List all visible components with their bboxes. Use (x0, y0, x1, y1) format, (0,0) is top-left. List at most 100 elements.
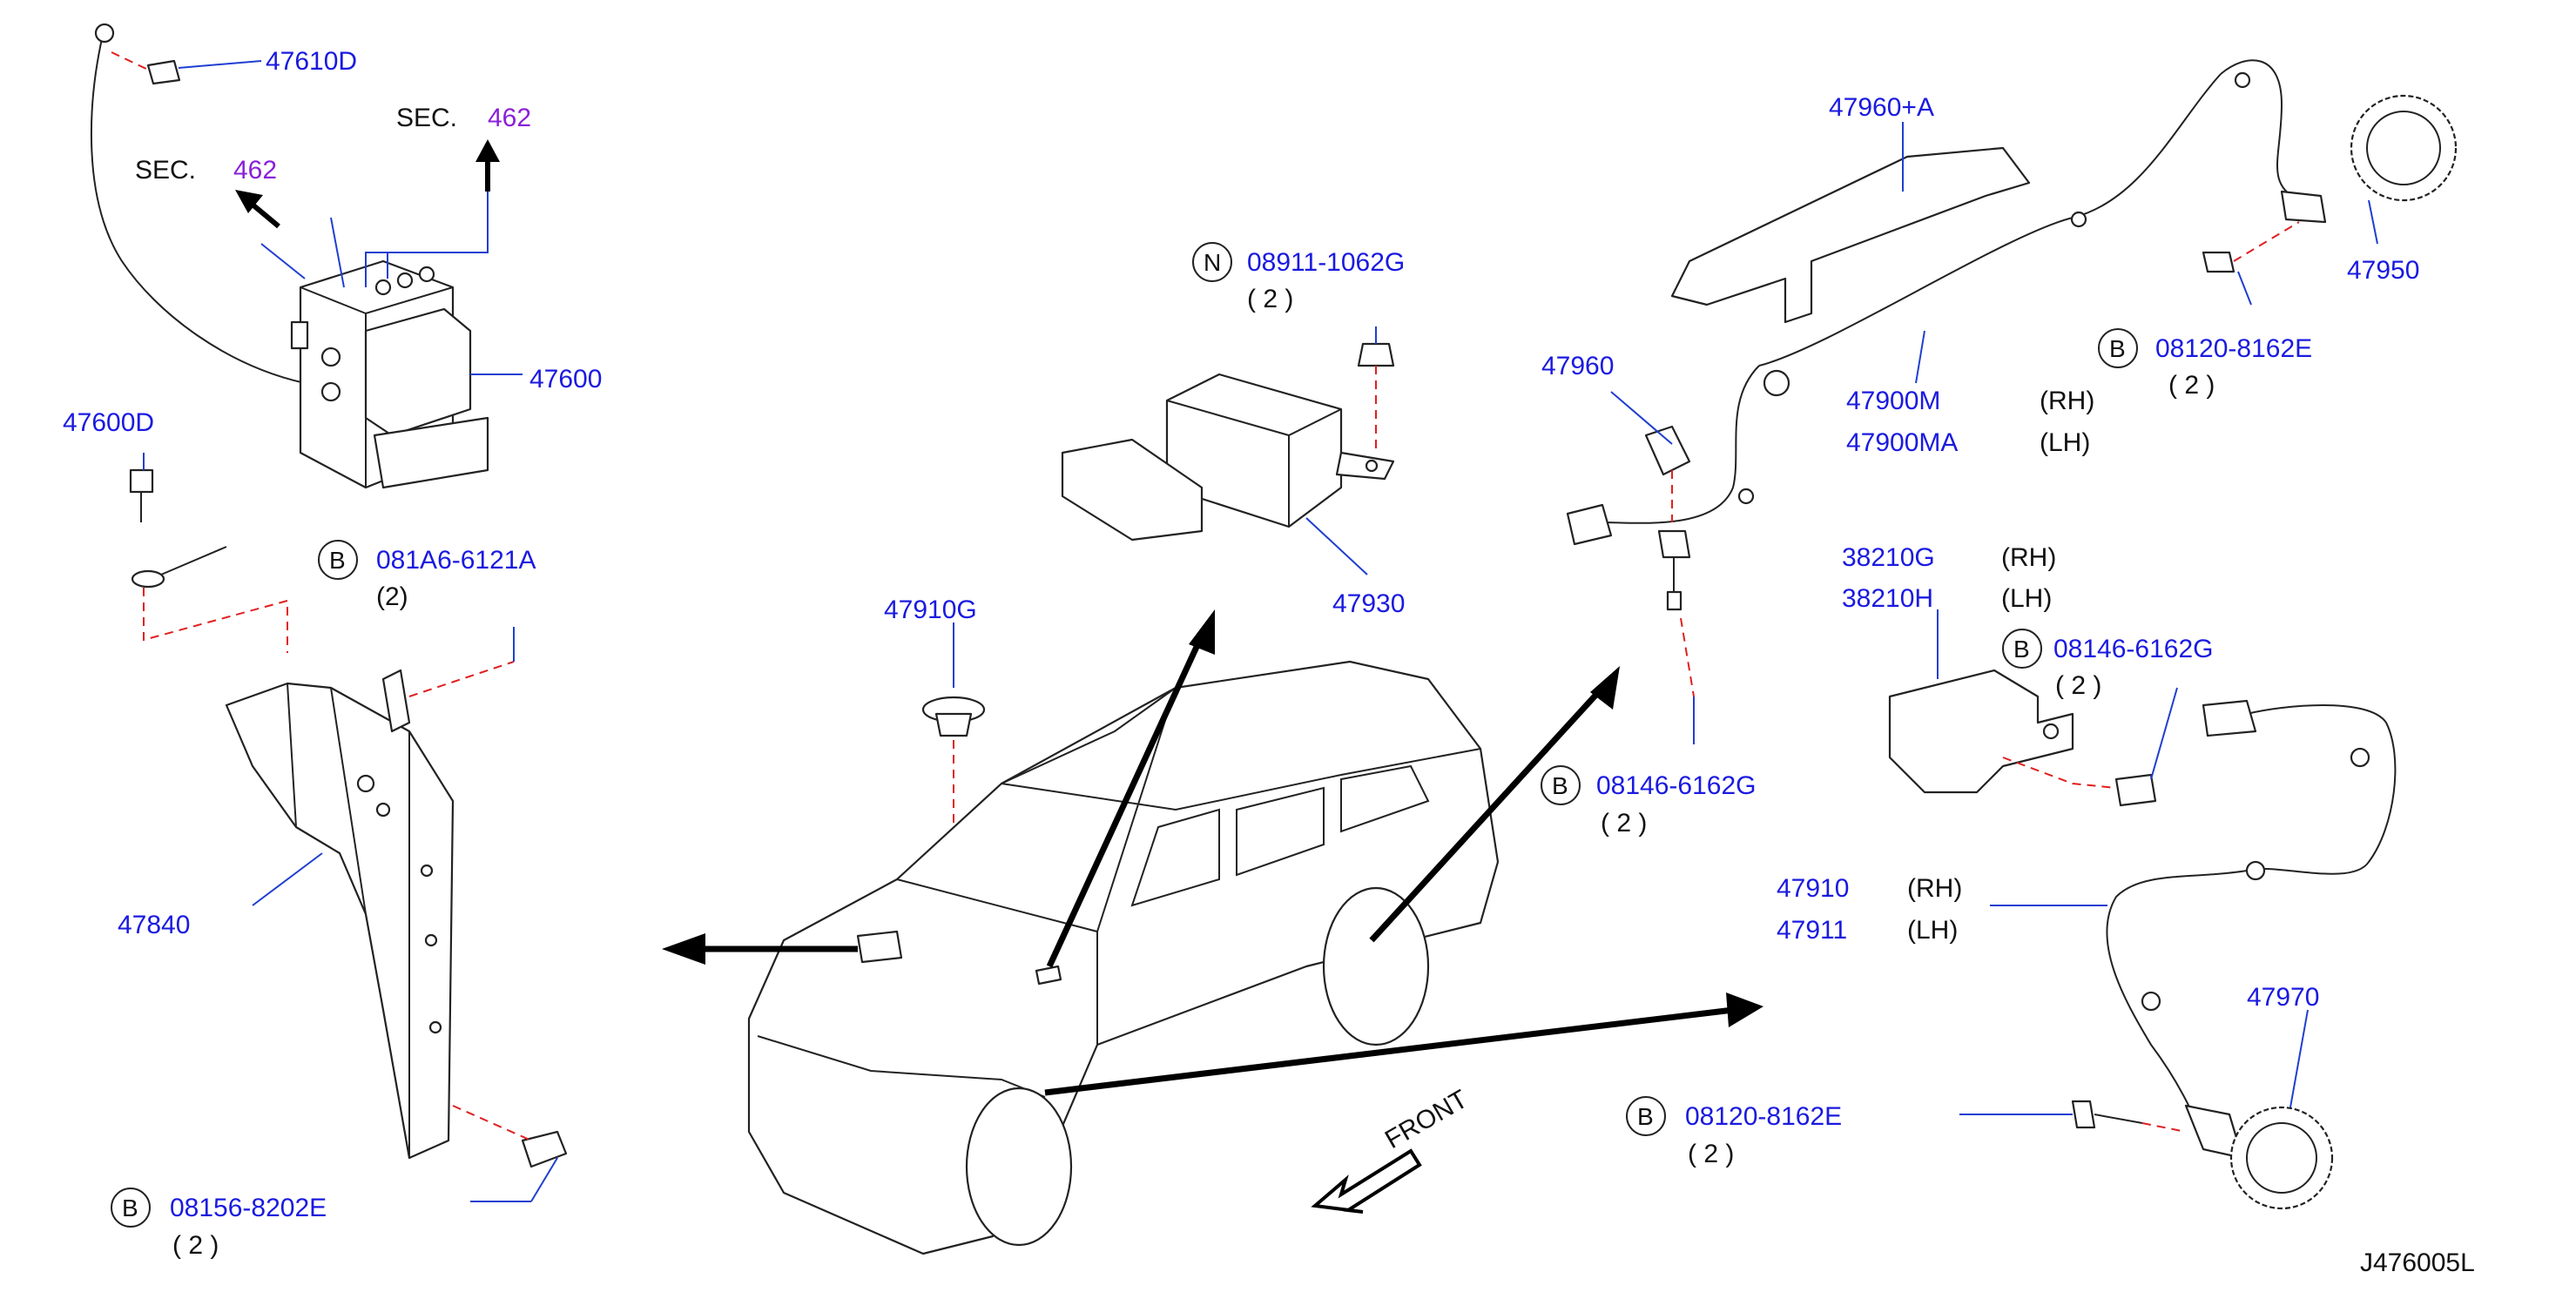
qty-081a6: (2) (376, 582, 408, 611)
wire-terminal (94, 23, 115, 44)
label-47911: 47911 (1777, 916, 1847, 945)
sec-ref-2-prefix: SEC. (135, 156, 196, 185)
side-47910: (RH) (1907, 874, 1962, 903)
arrow-to-rear-sensor (1369, 685, 1605, 943)
label-47610d: 47610D (266, 47, 357, 76)
side-47900ma: (LH) (2040, 428, 2090, 457)
sec-ref-1-num: 462 (488, 104, 531, 132)
circle-b-08146a: B (1552, 772, 1568, 799)
label-08911: 08911-1062G (1247, 248, 1405, 277)
qty-08156: ( 2 ) (172, 1231, 219, 1260)
diagram-code: J476005L (2360, 1248, 2475, 1277)
label-08146b: 08146-6162G (2053, 635, 2214, 663)
label-47910: 47910 (1777, 874, 1849, 903)
side-38210g: (RH) (2001, 543, 2056, 572)
label-47840: 47840 (118, 911, 190, 939)
arrow-to-sensor (1046, 634, 1205, 968)
label-38210g: 38210G (1842, 543, 1935, 572)
qty-08146b: ( 2 ) (2055, 671, 2101, 700)
bolt-08120b (2071, 1100, 2096, 1129)
side-38210h: (LH) (2001, 584, 2052, 613)
location-arrows (662, 609, 1763, 1214)
label-08156: 08156-8202E (170, 1194, 327, 1222)
sensor-wire-upper (2220, 59, 2300, 201)
actuator-connector (373, 416, 489, 489)
label-08120a: 08120-8162E (2155, 334, 2312, 363)
label-47970: 47970 (2247, 983, 2319, 1012)
sec-ref-1-prefix: SEC. (396, 104, 457, 132)
sec-ref-2-num: 462 (233, 156, 277, 185)
bolt-08146a (1657, 529, 1691, 559)
g-sensor (1061, 342, 1395, 542)
front-door-window (1130, 808, 1220, 907)
bracket-38210-body (1888, 669, 2074, 794)
vehicle-body (747, 660, 1500, 1255)
actuator-motor (364, 307, 472, 437)
label-08146a: 08146-6162G (1596, 771, 1757, 800)
circle-b-08146b: B (2013, 636, 2030, 663)
front-label: FRONT (1380, 1085, 1473, 1154)
label-081a6: 081A6-6121A (376, 546, 536, 575)
label-47910g: 47910G (884, 596, 977, 624)
part-labels: 47610D 47600 47600D 081A6-6121A (2) 4784… (63, 47, 2475, 1277)
label-08120b: 08120-8162E (1685, 1102, 1842, 1131)
label-47960: 47960 (1541, 352, 1614, 380)
vehicle-outline (747, 660, 1500, 1255)
rear-wheel-sensor (1566, 59, 2458, 697)
quarter-window (1340, 764, 1430, 833)
rear-door-window (1236, 786, 1325, 877)
bolt-08146b (2114, 773, 2157, 807)
abs-bracket (129, 468, 568, 1168)
label-47950: 47950 (2347, 256, 2419, 285)
circle-n-08911: N (1204, 249, 1221, 276)
label-47600: 47600 (529, 365, 602, 394)
bracket-47960a (1670, 146, 2031, 324)
qty-08120b: ( 2 ) (1688, 1140, 1734, 1168)
sensor-wire-main (1758, 73, 2222, 367)
arrow-to-front-sensor (1044, 1006, 1734, 1096)
section-refs: SEC. 462 SEC. 462 (135, 104, 531, 229)
ground-wire (90, 34, 306, 384)
label-47900ma: 47900MA (1846, 428, 1958, 457)
ground-terminal (131, 569, 165, 589)
rotor-47970 (2229, 1106, 2334, 1210)
bracket-47960 (1644, 425, 1691, 476)
qty-08120a: ( 2 ) (2168, 371, 2215, 400)
rear-sensor-head (2280, 190, 2327, 224)
bolt-08120a (2202, 251, 2235, 273)
bracket-body (225, 682, 455, 1160)
nut-08911 (1357, 342, 1395, 367)
circle-b-081a6: B (329, 547, 346, 574)
rear-sensor-connector (1566, 503, 1613, 546)
front-sensor-connector (2202, 699, 2257, 737)
circle-b-08156: B (122, 1194, 138, 1221)
windshield (1001, 687, 1177, 784)
front-sensor-wire (2106, 704, 2397, 1141)
circle-markers: B B N B B B B (111, 242, 2138, 1228)
label-47600d: 47600D (63, 408, 154, 437)
rear-wheel (1322, 886, 1430, 1046)
circle-b-08120b: B (1637, 1103, 1654, 1130)
leader-lines (143, 60, 2378, 1202)
vehicle-actuator-location (856, 930, 903, 964)
abs-actuator (90, 23, 489, 489)
qty-08911: ( 2 ) (1247, 285, 1293, 313)
side-47900m: (RH) (2040, 387, 2094, 415)
bolt-08156 (521, 1130, 568, 1168)
qty-08146a: ( 2 ) (1601, 809, 1647, 838)
side-47911: (LH) (1907, 916, 1958, 945)
circle-b-08120a: B (2109, 335, 2126, 362)
label-47900m: 47900M (1846, 387, 1940, 415)
front-wheel (965, 1087, 1073, 1247)
label-38210h: 38210H (1842, 584, 1933, 613)
bracket-38210 (1888, 669, 2157, 807)
label-47960a: 47960+A (1829, 93, 1934, 122)
front-wheel-sensor (2071, 699, 2397, 1210)
front-direction-arrow (1311, 1148, 1422, 1214)
bolt-47600d (129, 468, 154, 494)
bolt-47610d (146, 59, 181, 85)
label-47930: 47930 (1332, 589, 1405, 618)
sensor-connector (1061, 438, 1204, 542)
